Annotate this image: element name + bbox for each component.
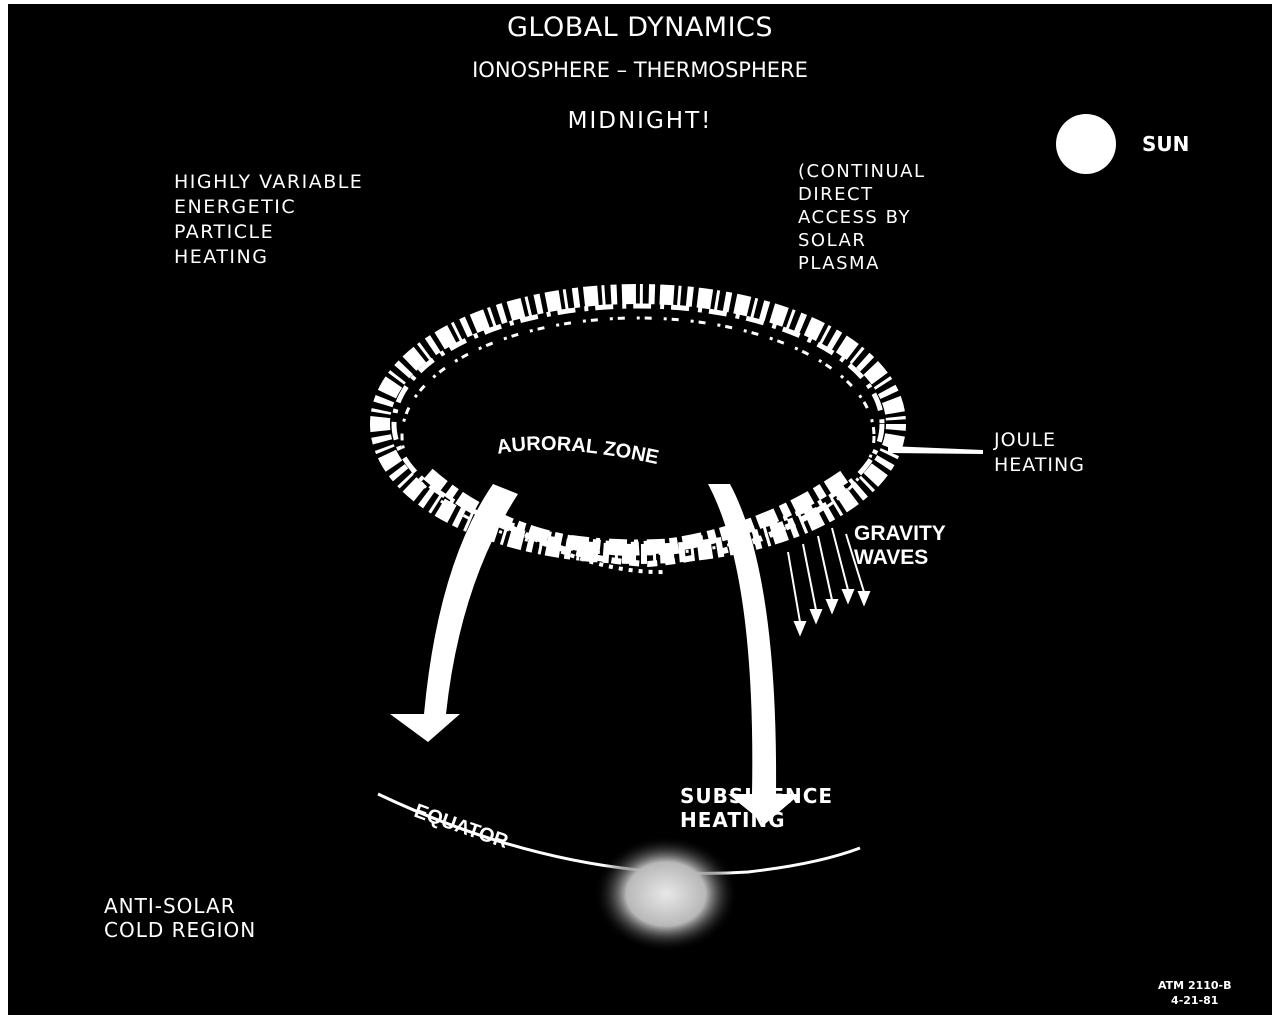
equator-label: EQUATOR (411, 800, 511, 853)
subsidence-heating-label: SUBSIDENCE HEATING (680, 784, 833, 832)
anti-solar-region-label: ANTI-SOLAR COLD REGION (104, 894, 256, 942)
sun-label: SUN (1142, 132, 1189, 156)
solar-plasma-label: (CONTINUAL DIRECT ACCESS BY SOLAR PLASMA (798, 160, 926, 275)
midnight-label: MIDNIGHT! (8, 108, 1272, 134)
energetic-particle-label: HIGHLY VARIABLE ENERGETIC PARTICLE HEATI… (174, 170, 363, 270)
diagram-title: GLOBAL DYNAMICS (8, 12, 1272, 43)
diagram-graphics: AURORAL ZONE EQUATOR (8, 4, 1272, 1015)
auroral-oval (380, 294, 896, 572)
diagram-subtitle: IONOSPHERE – THERMOSPHERE (8, 58, 1272, 82)
joule-heating-pointer (888, 446, 983, 454)
diagram-panel: AURORAL ZONE EQUATOR GLOBAL DYNAMICS ION… (8, 4, 1272, 1015)
joule-heating-label: JOULE HEATING (994, 428, 1085, 478)
document-id: ATM 2110-B 4-21-81 (1158, 978, 1232, 1008)
subsidence-glow (594, 836, 738, 952)
gravity-waves-label: GRAVITY WAVES (854, 522, 946, 570)
auroral-zone-label: AURORAL ZONE (495, 433, 661, 469)
